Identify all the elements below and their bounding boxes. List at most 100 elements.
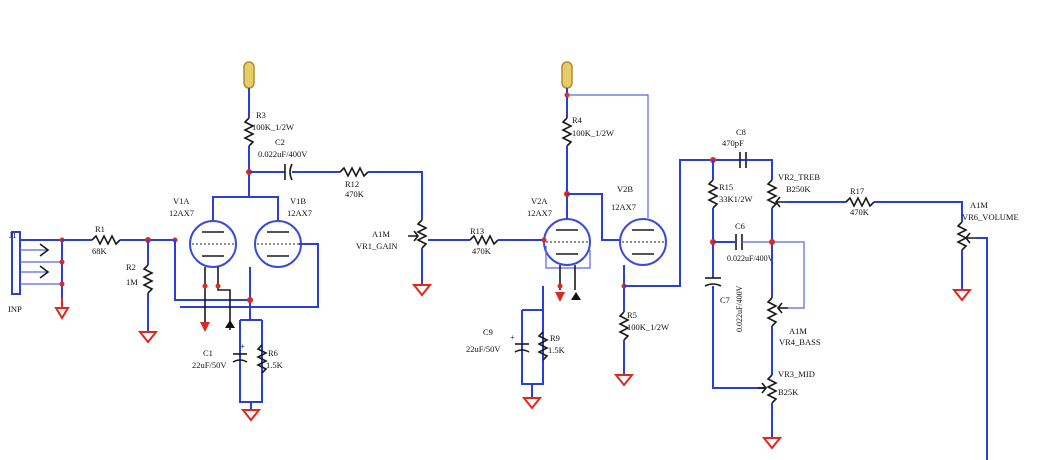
supply-terminal-1: [243, 61, 255, 89]
c7-value: 0.022uF/400V: [735, 285, 744, 332]
r2-ref: R2: [126, 262, 136, 272]
r9-value: 1.5K: [548, 345, 566, 355]
wire-v1a-cathode: [217, 267, 231, 330]
r3-ref: R3: [256, 110, 266, 120]
capacitor-c1: + C1 22uF/50V: [192, 341, 248, 370]
c6-ref: C6: [735, 221, 745, 231]
r17-ref: R17: [850, 186, 864, 196]
wire-grid-return: [174, 240, 250, 301]
wire-v2a-v2b-grid: [567, 193, 620, 241]
v2a-ref: V2A: [531, 196, 548, 206]
capacitor-c2: C2 0.022uF/400V: [258, 137, 308, 181]
r12-value: 470K: [345, 189, 365, 199]
potentiometer-vr4-bass: A1M VR4_BASS: [766, 297, 821, 347]
r4-ref: R4: [572, 115, 583, 125]
r2-value: 1M: [126, 277, 138, 287]
wire-c9-r9-loop: [521, 310, 544, 385]
resistor-r3: R3 100K_1/2W: [243, 110, 294, 147]
resistor-r13: R13 470K: [469, 226, 499, 256]
r6-ref: R6: [268, 348, 278, 358]
resistor-r5: R5 100K_1/2W: [618, 310, 669, 341]
c6-value: 0.022uF/400V: [727, 254, 774, 263]
v2a-value: 12AX7: [527, 208, 552, 218]
wire-v2b-cathode-tonestack: [624, 159, 756, 287]
ground-symbol-c1: [240, 409, 262, 422]
wire-supply2-v2b: [567, 94, 649, 218]
c7-ref: C7: [720, 295, 730, 305]
vr1-ref: VR1_GAIN: [356, 241, 398, 251]
r13-value: 470K: [472, 246, 492, 256]
v2b-value: 12AX7: [611, 202, 636, 212]
resistor-r17: R17 470K: [845, 186, 875, 217]
vr1-value: A1M: [372, 229, 390, 239]
v1b-ref: V1B: [290, 196, 306, 206]
ground-symbol-r2: [137, 331, 159, 344]
vr2-value: B250K: [786, 184, 811, 194]
arrow-marker-v2: [555, 292, 581, 302]
vr6-ref: VR6_VOLUME: [962, 212, 1019, 222]
r6-value: 1.5K: [266, 360, 284, 370]
resistor-r15: R15 33K1/2W: [707, 179, 753, 209]
c2-value: 0.022uF/400V: [258, 149, 308, 159]
j1-ref: J1: [9, 230, 17, 240]
vr2-ref: VR2_TREB: [778, 172, 820, 182]
r15-ref: R15: [719, 182, 733, 192]
supply-terminal-2: [561, 61, 573, 89]
resistor-r1: R1 68K: [91, 224, 121, 256]
v2b-ref: V2B: [617, 184, 633, 194]
v1b-value: 12AX7: [287, 208, 312, 218]
c9-ref: C9: [483, 327, 493, 337]
junction-cathode-v1: [247, 297, 253, 303]
vr6-value: A1M: [970, 200, 988, 210]
ground-symbol-vr3: [761, 437, 783, 450]
c9-value: 22uF/50V: [466, 344, 501, 354]
tube-v2b: V2B 12AX7: [611, 184, 667, 266]
vr3-value: B25K: [778, 387, 799, 397]
c2-ref: C2: [275, 137, 285, 147]
svg-text:+: +: [240, 341, 245, 351]
r17-value: 470K: [850, 207, 870, 217]
vr4-value: A1M: [789, 326, 807, 336]
svg-text:+: +: [510, 332, 515, 342]
ground-symbol-c9: [521, 397, 543, 410]
ground-symbol-vr1: [411, 284, 433, 297]
potentiometer-vr2-treble: VR2_TREB B250K: [766, 172, 820, 209]
resistor-r6: R6 1.5K: [256, 344, 284, 374]
tube-v2a: V2A 12AX7: [527, 196, 591, 266]
r5-value: 100K_1/2W: [627, 322, 669, 332]
r4-value: 100K_1/2W: [572, 128, 614, 138]
wire-r17-volume: [874, 201, 963, 222]
potentiometer-vr3-mid: VR3_MID B25K: [758, 369, 815, 404]
vr4-ref: VR4_BASS: [779, 337, 821, 347]
resistor-r12: R12 470K: [339, 166, 369, 199]
r3-value: 100K_1/2W: [252, 122, 294, 132]
potentiometer-vr6-volume: A1M VR6_VOLUME: [956, 200, 1019, 251]
resistor-r2: R2 1M: [126, 262, 154, 294]
r15-value: 33K1/2W: [719, 194, 753, 204]
tube-v1b: V1B 12AX7: [254, 196, 312, 268]
r5-ref: R5: [627, 310, 637, 320]
c8-value: 470pF: [722, 138, 744, 148]
c1-ref: C1: [203, 348, 213, 358]
j1-tag: INP: [8, 304, 22, 314]
vr3-ref: VR3_MID: [778, 369, 815, 379]
r1-value: 68K: [92, 246, 108, 256]
capacitor-c9: + C9 22uF/50V: [466, 327, 530, 354]
v1a-ref: V1A: [173, 196, 190, 206]
r1-ref: R1: [95, 224, 105, 234]
ground-symbol-r5: [613, 374, 635, 387]
wire-r12-vr1: [368, 171, 423, 220]
wire-v1-plates: [212, 196, 279, 220]
ground-symbol-j1: [54, 298, 70, 320]
input-jack-j1: J1 INP: [8, 230, 65, 314]
capacitor-c7: C7 0.022uF/400V: [704, 277, 744, 332]
r12-ref: R12: [345, 179, 359, 189]
potentiometer-vr1-gain: A1M VR1_GAIN: [356, 219, 428, 251]
capacitor-c8: C8 470pF: [722, 127, 747, 168]
tube-v1a: V1A 12AX7: [169, 196, 237, 268]
r13-ref: R13: [470, 226, 484, 236]
c8-ref: C8: [736, 127, 746, 137]
r9-ref: R9: [550, 333, 560, 343]
c1-value: 22uF/50V: [192, 360, 227, 370]
